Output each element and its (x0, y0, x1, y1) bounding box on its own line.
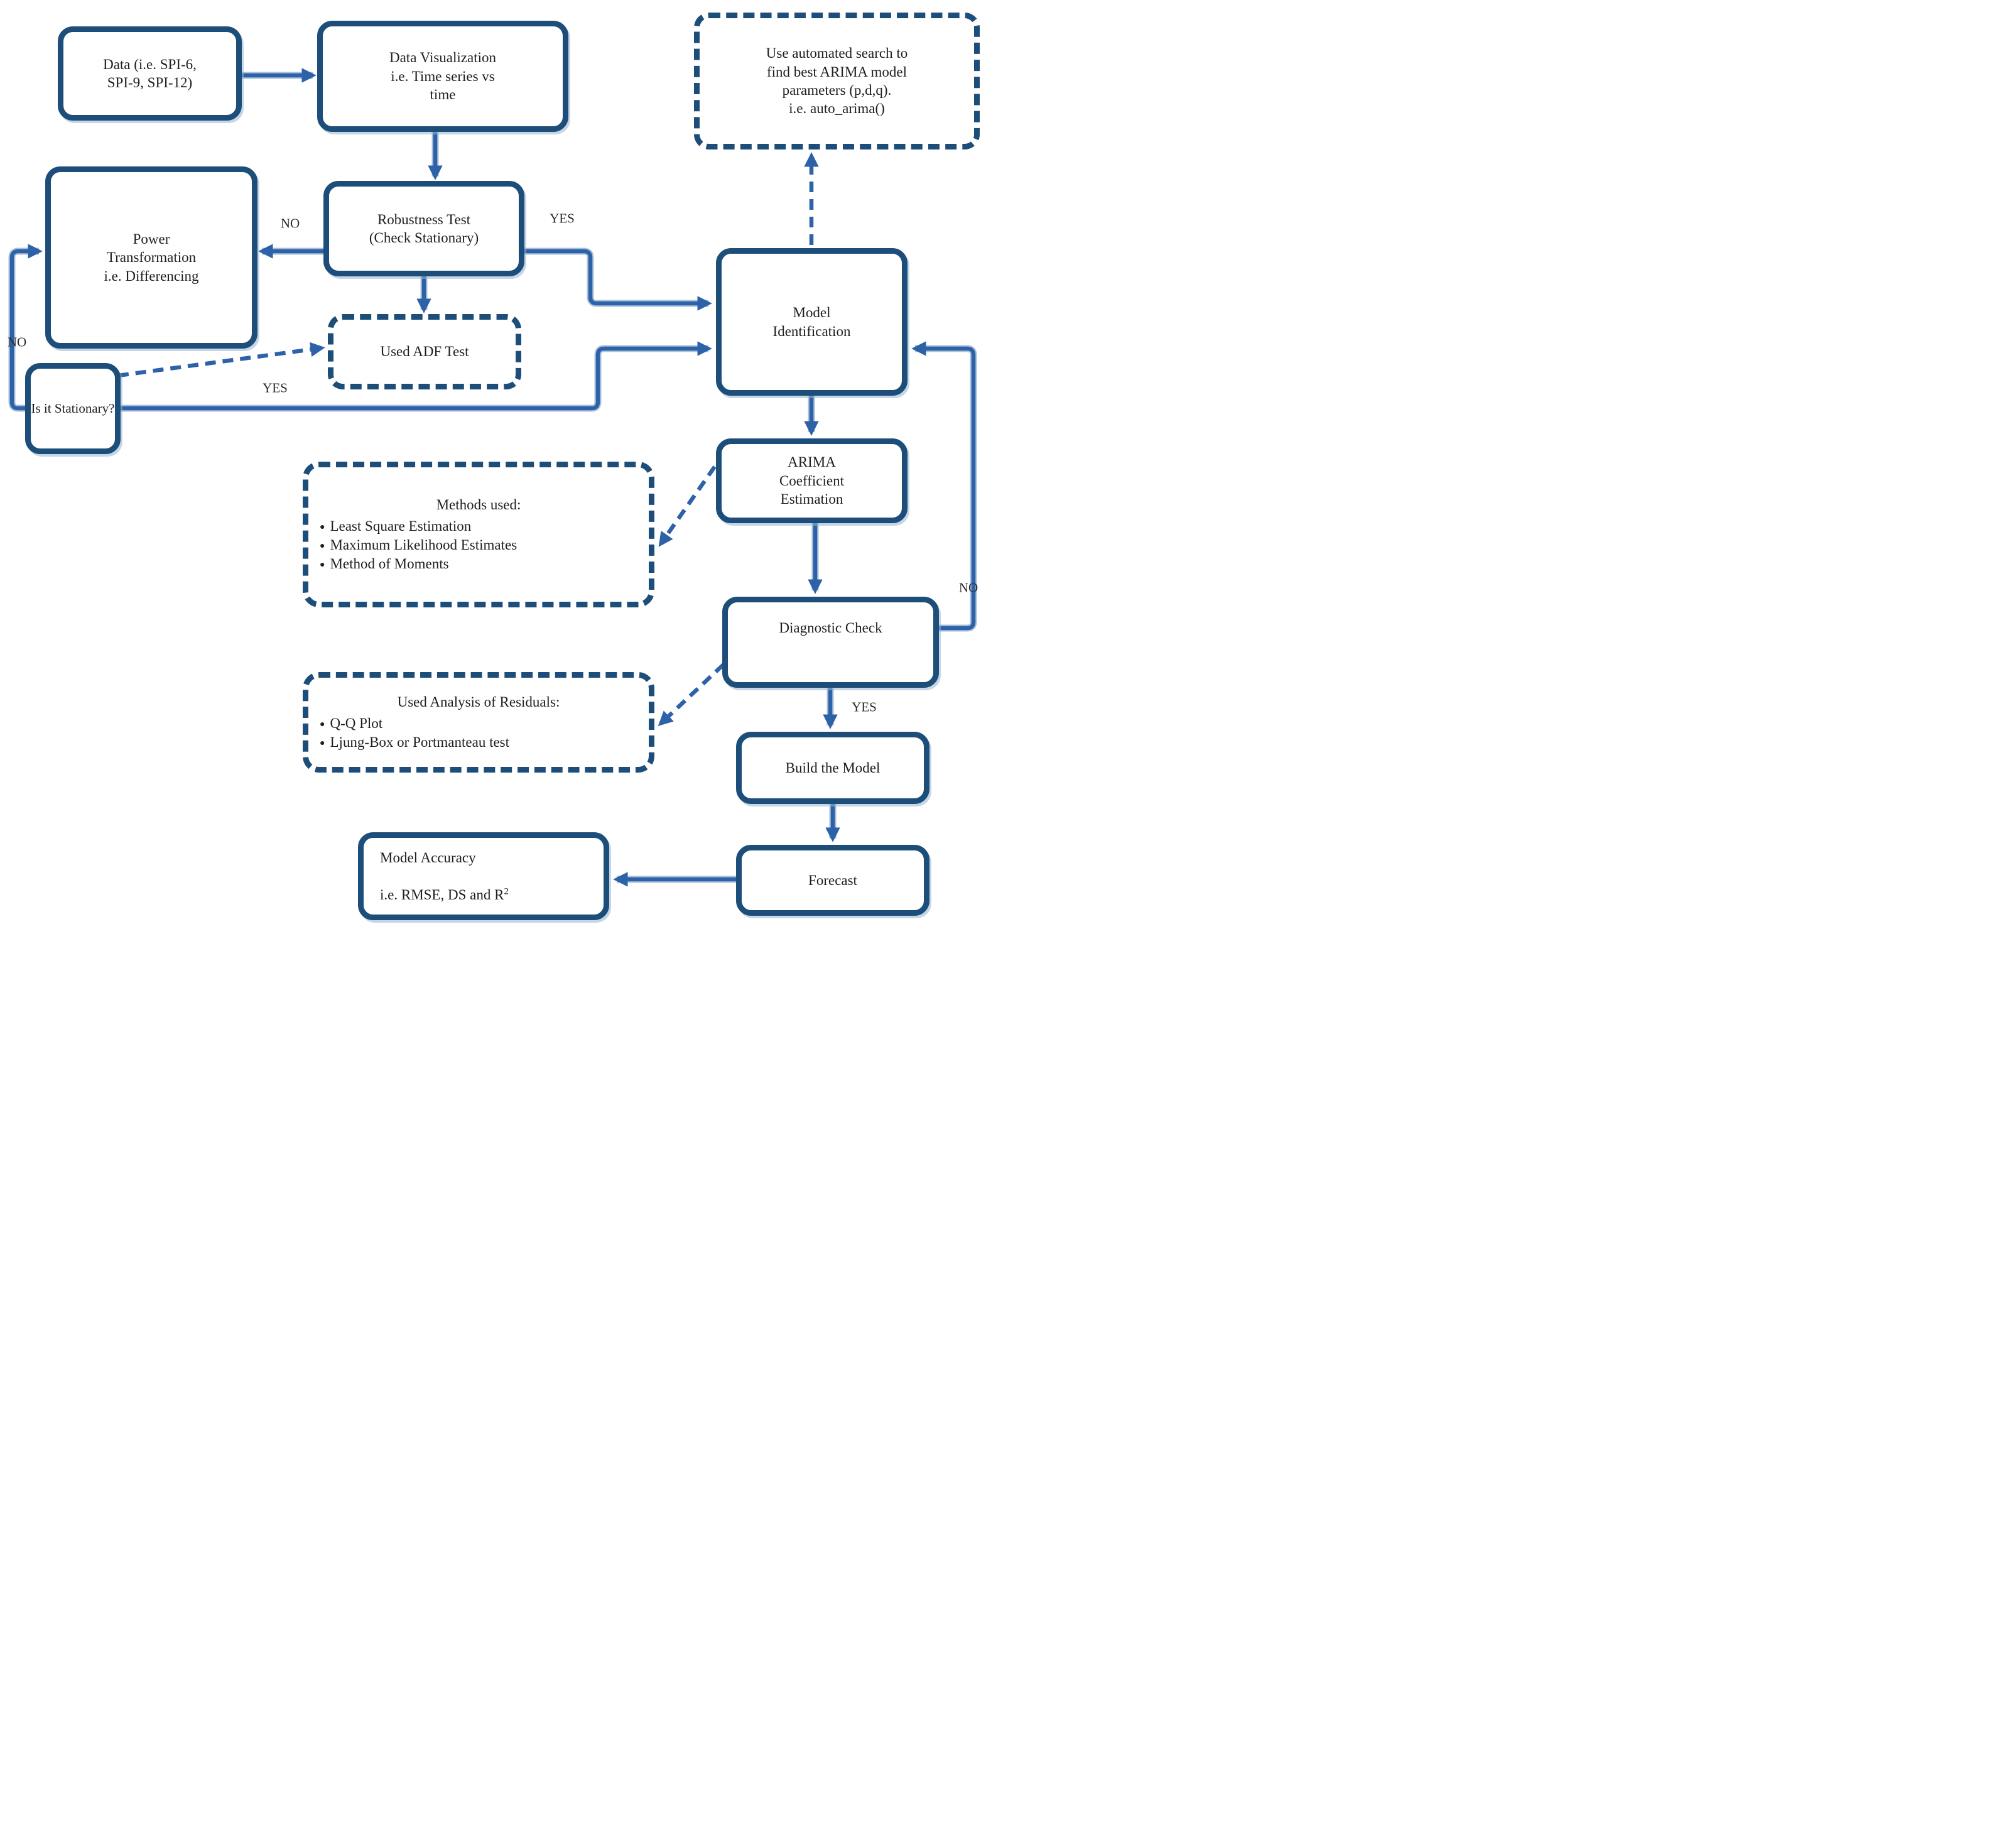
list-item: ● Method of Moments (320, 555, 449, 572)
flow-connectors (8, 68, 977, 887)
bullet-icon: ● (320, 541, 325, 551)
label-no-stationary-loop: NO (7, 334, 27, 350)
node-auto-arima: Use automated search to find best ARIMA … (694, 13, 980, 149)
node-methods-used: Methods used: ● Least Square Estimation … (303, 462, 654, 607)
node-build-the-model: Build the Model (736, 732, 929, 804)
flowchart-canvas: Data (i.e. SPI-6, SPI-9, SPI-12) Data Vi… (0, 0, 1008, 923)
label-no-diagnostic: NO (958, 580, 978, 595)
list-item: ● Q-Q Plot (320, 715, 383, 732)
list-item: ● Maximum Likelihood Estimates (320, 537, 518, 553)
node-is-it-stationary: Is it Stationary? (25, 363, 121, 454)
node-model-accuracy: Model Accuracy i.e. RMSE, DS and R2 (358, 832, 609, 920)
methods-title: Methods used: (436, 497, 521, 513)
node-diagnostic-check: Diagnostic Check (722, 597, 939, 688)
edge-stationary-no-loop-to-power (9, 244, 43, 411)
list-item: ● Least Square Estimation (320, 518, 472, 535)
superscript-2: 2 (504, 886, 509, 897)
label-yes-stationary: YES (263, 380, 288, 396)
node-forecast: Forecast (736, 845, 929, 916)
edge-diagnostic-to-residuals-dashed (658, 663, 725, 727)
edge-robustness-yes-to-model (524, 249, 712, 311)
node-model-identification: Model Identification (716, 248, 908, 396)
accuracy-line1: Model Accuracy (380, 849, 476, 866)
node-analysis-of-residuals: Used Analysis of Residuals: ● Q-Q Plot ●… (303, 672, 654, 773)
list-item: ● Ljung-Box or Portmanteau test (320, 734, 510, 750)
node-arima-coefficient-estimation: ARIMA Coefficient Estimation (716, 438, 908, 523)
node-data: Data (i.e. SPI-6, SPI-9, SPI-12) (58, 26, 242, 121)
node-data-visualization: Data Visualization i.e. Time series vs t… (317, 21, 568, 132)
edge-stationary-to-adf-dashed (117, 342, 325, 378)
residuals-title: Used Analysis of Residuals: (397, 694, 560, 710)
node-robustness-test: Robustness Test (Check Stationary) (323, 181, 524, 276)
bullet-icon: ● (320, 560, 325, 570)
edge-stationary-yes-to-model (121, 341, 712, 411)
accuracy-line2: i.e. RMSE, DS and R2 (380, 886, 509, 903)
label-no-robustness: NO (280, 215, 300, 231)
label-yes-diagnostic: YES (852, 699, 877, 715)
node-used-adf-test: Used ADF Test (328, 314, 521, 389)
bullet-icon: ● (320, 523, 325, 533)
node-power-transformation: Power Transformation i.e. Differencing (45, 166, 257, 349)
edge-diagnostic-no-loop-to-model (911, 341, 976, 631)
edge-estimation-to-methods-dashed (658, 465, 717, 547)
bullet-icon: ● (320, 720, 325, 730)
bullet-icon: ● (320, 738, 325, 748)
label-yes-robustness: YES (550, 210, 575, 226)
